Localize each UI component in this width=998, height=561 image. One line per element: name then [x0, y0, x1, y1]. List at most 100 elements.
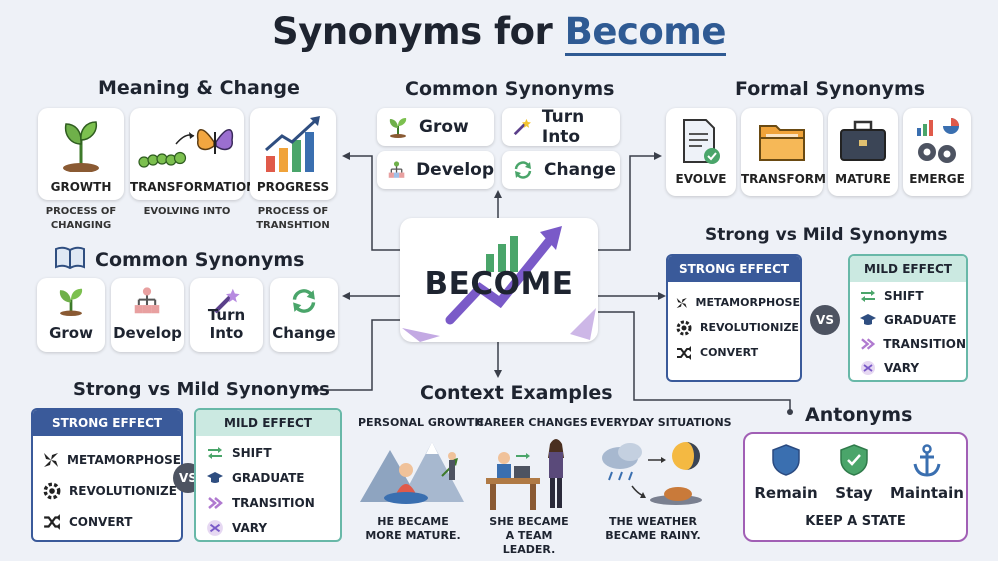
- card-transformation[interactable]: TRANSFORMATION: [130, 108, 256, 200]
- center-become-card[interactable]: BECOME: [400, 218, 598, 342]
- mild-head-right: MILD EFFECT: [850, 256, 966, 282]
- context-caption-everyday: THE WEATHER BECAME RAINY.: [596, 515, 710, 543]
- gear-icon: [43, 482, 61, 499]
- vary-icon: [861, 361, 875, 375]
- card-mature[interactable]: MATURE: [828, 108, 898, 196]
- metamorphose-icon: [676, 297, 687, 308]
- antonyms-footer: KEEP A STATE: [805, 514, 906, 529]
- strong-item-label: CONVERT: [69, 514, 133, 529]
- card-evolve-label: EVOLVE: [675, 172, 727, 186]
- gears-chart-icon: [917, 118, 959, 163]
- strong-item-label: CONVERT: [700, 346, 759, 359]
- formal-title: Formal Synonyms: [735, 78, 926, 100]
- caption-line: HE BECAME: [377, 515, 449, 528]
- card-transform-label: TRANSFORM: [741, 172, 826, 186]
- title-highlight: Become: [564, 10, 726, 56]
- strong-item: METAMORPHOSE: [668, 290, 800, 315]
- caption-line: A TEAM LEADER.: [502, 529, 556, 556]
- strong-item-label: METAMORPHOSE: [695, 296, 800, 309]
- vs-badge-right: VS: [810, 305, 840, 335]
- card-progress[interactable]: PROGRESS: [250, 108, 336, 200]
- mild-item: SHIFT: [850, 284, 966, 308]
- common-top-change[interactable]: Change: [502, 151, 620, 189]
- common-top-develop-label: Develop: [416, 160, 494, 180]
- strong-item: REVOLUTIONIZE: [33, 475, 181, 506]
- context-head-everyday: EVERYDAY SITUATIONS: [590, 416, 732, 429]
- common-left-change[interactable]: Change: [270, 278, 338, 352]
- transition-icon: [208, 496, 223, 509]
- common-top-change-label: Change: [544, 160, 616, 180]
- caption-line: MORE MATURE.: [365, 529, 461, 542]
- mild-panel-right: MILD EFFECT SHIFT GRADUATE TRANSITION VA…: [848, 254, 968, 382]
- office-desk-icon: [486, 439, 564, 510]
- strong-mild-left-title: Strong vs Mild Synonyms: [73, 379, 330, 400]
- common-left-develop-label: Develop: [113, 324, 182, 342]
- weather-cloud-sun-icon: [602, 442, 702, 505]
- antonym-stay-label: Stay: [835, 484, 873, 502]
- cycle-arrows-icon: [292, 289, 316, 313]
- card-growth-label: GROWTH: [50, 180, 112, 194]
- caption-line: THE WEATHER: [608, 515, 698, 528]
- hierarchy-icon: [134, 287, 160, 314]
- card-emerge-label: EMERGE: [909, 172, 965, 186]
- common-top-grow[interactable]: Grow: [377, 108, 494, 146]
- magic-wand-icon: [513, 118, 531, 136]
- mild-item: SHIFT: [196, 440, 340, 465]
- sprout-icon: [389, 118, 407, 138]
- strong-item: METAMORPHOSE: [33, 444, 181, 475]
- metamorphose-icon: [44, 452, 59, 467]
- mild-item-label: VARY: [884, 361, 920, 375]
- context-head-personal: PERSONAL GROWTH: [358, 416, 484, 429]
- card-evolve[interactable]: EVOLVE: [666, 108, 736, 196]
- mild-item: TRANSITION: [196, 490, 340, 515]
- meaning-change-title: Meaning & Change: [98, 77, 300, 99]
- sprout-icon: [63, 121, 99, 172]
- hierarchy-icon: [388, 161, 405, 178]
- mild-item-label: GRADUATE: [884, 313, 957, 327]
- mild-item-label: TRANSITION: [883, 337, 966, 351]
- strong-item-label: REVOLUTIONIZE: [69, 483, 177, 498]
- swap-arrows-icon: [861, 290, 875, 302]
- strong-item: CONVERT: [668, 340, 800, 365]
- common-left-grow-label: Grow: [49, 324, 93, 342]
- swap-arrows-icon: [208, 446, 222, 459]
- anchor-icon: [913, 444, 941, 477]
- common-top-turn-into-label: Turn Into: [541, 107, 585, 147]
- antonym-maintain-label: Maintain: [890, 484, 964, 502]
- caption-line: BECAME RAINY.: [605, 529, 701, 542]
- card-transform[interactable]: TRANSFORM: [741, 108, 826, 196]
- antonyms-title: Antonyms: [805, 404, 913, 426]
- card-progress-label: PROGRESS: [256, 180, 330, 194]
- common-top-turn-into[interactable]: Turn Into: [502, 107, 620, 147]
- common-top-develop[interactable]: Develop: [377, 151, 494, 189]
- card-progress-caption: PROCESS OF TRANSHTION: [256, 206, 330, 231]
- common-left-turn-into[interactable]: Turn Into: [190, 278, 263, 352]
- graduation-cap-icon: [860, 314, 876, 325]
- card-emerge[interactable]: EMERGE: [903, 108, 971, 196]
- rising-bars-icon: [265, 116, 320, 172]
- antonyms-panel: Remain Stay Maintain KEEP A STATE: [743, 432, 968, 542]
- common-left-change-label: Change: [272, 324, 336, 342]
- common-left-develop[interactable]: Develop: [111, 278, 184, 352]
- magic-wand-icon: [213, 288, 240, 314]
- meditating-person-mountains-icon: [360, 442, 464, 504]
- mild-item-label: SHIFT: [884, 289, 924, 303]
- shuffle-icon: [677, 345, 691, 360]
- shuffle-icon: [44, 513, 60, 530]
- mild-item-label: SHIFT: [232, 445, 272, 460]
- briefcase-icon: [840, 120, 886, 161]
- card-growth[interactable]: GROWTH: [38, 108, 124, 200]
- document-check-icon: [683, 119, 720, 164]
- page-title: Synonyms for Become: [0, 10, 998, 56]
- antonym-remain-label: Remain: [754, 484, 818, 502]
- common-left-grow[interactable]: Grow: [37, 278, 105, 352]
- folder-icon: [759, 125, 805, 161]
- context-caption-career: SHE BECAME A TEAM LEADER.: [478, 515, 580, 557]
- vary-icon: [207, 519, 223, 536]
- strong-mild-right-title: Strong vs Mild Synonyms: [705, 225, 948, 245]
- strong-item-label: METAMORPHOSE: [67, 452, 181, 467]
- context-title: Context Examples: [420, 382, 613, 404]
- caption-line: SHE BECAME: [489, 515, 569, 528]
- mild-item: VARY: [196, 515, 340, 540]
